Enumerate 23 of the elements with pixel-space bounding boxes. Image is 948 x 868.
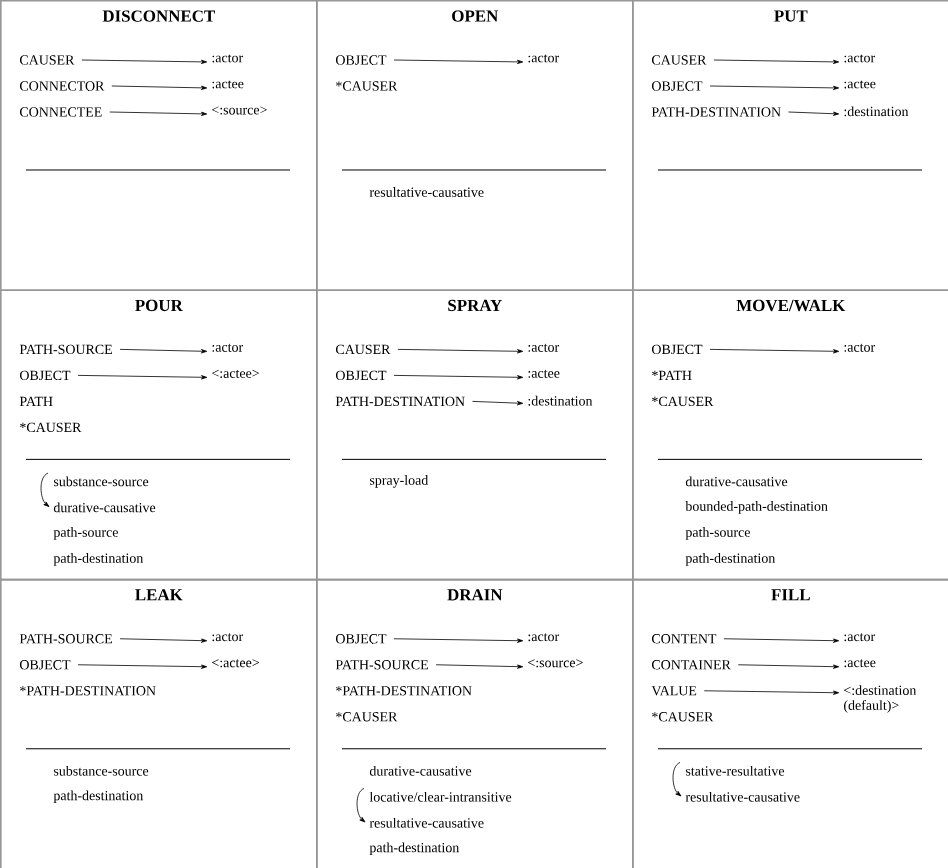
arrow — [788, 111, 840, 116]
arrow — [77, 664, 208, 669]
arrow — [672, 762, 682, 797]
arrow — [709, 85, 840, 91]
arrow — [109, 111, 208, 116]
arrow — [472, 401, 524, 406]
arrow — [397, 349, 524, 354]
arrow — [723, 638, 840, 643]
arrow — [709, 349, 840, 354]
arrow — [393, 59, 524, 64]
arrow — [737, 664, 840, 669]
arrow — [393, 638, 524, 643]
arrow — [111, 85, 208, 90]
arrow — [77, 375, 208, 380]
arrow — [356, 788, 366, 823]
arrow — [435, 664, 524, 669]
arrow — [119, 349, 208, 354]
arrow — [119, 638, 208, 643]
arrow — [81, 59, 208, 64]
arrow — [40, 472, 50, 507]
arrow — [713, 59, 840, 64]
arrow — [393, 375, 524, 380]
arrow — [703, 690, 840, 695]
